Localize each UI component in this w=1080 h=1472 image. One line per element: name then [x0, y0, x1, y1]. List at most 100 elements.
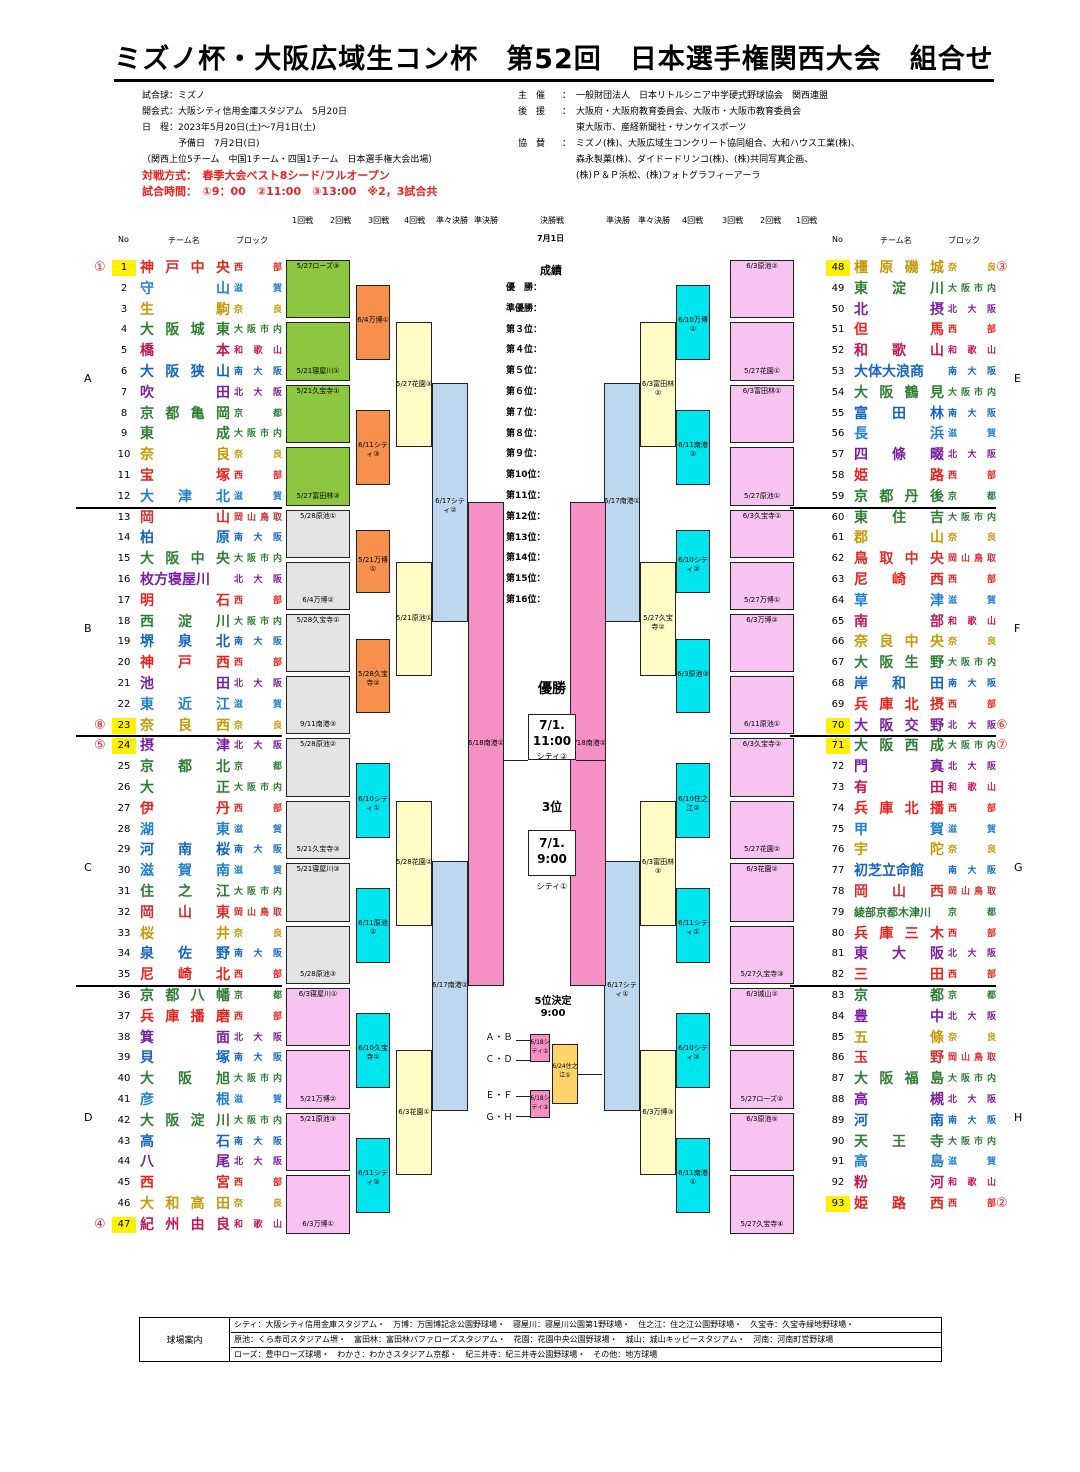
team-name-char: 野	[930, 1050, 944, 1067]
team-block-char: 南	[948, 408, 958, 419]
team-number: 79	[831, 906, 845, 918]
team-name-char: 明	[140, 592, 154, 609]
team-name-char: 見	[929, 384, 944, 401]
team-block-char: 部	[272, 263, 282, 273]
team-number: 58	[831, 470, 845, 481]
team-name-char: 阪	[165, 551, 180, 568]
team-block: 大阪市内	[234, 428, 282, 441]
team-name-char: 成	[929, 738, 944, 755]
team-block-char: 阪	[272, 845, 282, 856]
team-number: 13	[117, 511, 131, 523]
team-block-char: 歌	[967, 616, 977, 627]
team-name-char: 山	[178, 904, 192, 921]
team-name: 吹田	[140, 383, 230, 403]
second-round-box	[730, 322, 794, 381]
team-name: 尼崎西	[854, 570, 944, 590]
team-number: 65	[831, 615, 845, 627]
team-block: 大阪市内	[234, 1115, 282, 1128]
team-name-char: 大	[854, 1071, 868, 1088]
team-block: 南大阪	[948, 865, 996, 878]
team-name-char: 淀	[178, 613, 192, 630]
team-number: 52	[831, 345, 845, 357]
team-name-char: 山	[216, 280, 230, 297]
team-name-char: 城	[929, 260, 944, 276]
team-number: 25	[117, 761, 131, 773]
second-round-box	[730, 1112, 794, 1172]
team-block-char: 歌	[967, 1178, 977, 1189]
team-name-char: 神	[140, 655, 154, 672]
third-venue: シティ①	[536, 882, 568, 891]
team-name-char: 島	[929, 1071, 944, 1088]
team-name-char: 阪	[879, 655, 894, 672]
team-name-char: 井	[216, 925, 230, 942]
team-block-char: 西	[948, 803, 958, 814]
team-block: 西部	[948, 969, 996, 982]
team-block-char: 阪	[986, 1115, 996, 1126]
team-block-char: 山	[986, 616, 996, 627]
team-block-char: 賀	[986, 595, 996, 606]
team-name-char: 橋	[140, 343, 154, 360]
team-name: 貝塚	[140, 1048, 230, 1068]
team-block-char: 賀	[986, 429, 996, 440]
ranking-item: 準優勝：	[506, 303, 543, 314]
team-name-char: 京	[854, 988, 868, 1004]
team-block: 滋賀	[948, 1156, 996, 1169]
team-block-char: 奈	[234, 304, 244, 315]
team-block-char: 西	[234, 970, 244, 981]
round-header: 準決勝	[474, 216, 498, 225]
team-block-char: 北	[234, 575, 244, 585]
match-label: 6/10久宝寺①	[358, 1044, 388, 1062]
final-header: 決勝戦	[540, 216, 564, 225]
team-block-char: 賀	[986, 1157, 996, 1168]
team-name-char: 柏	[140, 530, 154, 547]
team-block-char: 岡	[948, 1053, 958, 1064]
team-name-char: 駒	[216, 301, 230, 318]
team-block-char: 山	[960, 1053, 970, 1064]
team-block-char: 取	[986, 1053, 996, 1064]
team-name-char: 津	[930, 592, 944, 609]
team-block-char: 山	[246, 512, 256, 523]
team-block-char: 南	[234, 1053, 244, 1064]
team-block-char: 市	[973, 512, 983, 523]
team-name-char: 都	[879, 488, 894, 505]
team-block: 南大阪	[948, 408, 996, 421]
team-name-char: 田	[930, 676, 944, 692]
team-name-char: 東	[140, 696, 154, 713]
team-block-char: 内	[986, 512, 996, 523]
team-name-char: 鶴	[904, 384, 919, 401]
team-block-char: 阪	[986, 720, 996, 731]
info-line: 協 賛：ミズノ(株)、大阪広域生コンクリート協同組合、大和ハウス工業(株)、	[518, 136, 860, 152]
team-name-char: 有	[854, 780, 868, 796]
team-block-char: 良	[986, 845, 996, 856]
team-block-char: 部	[986, 699, 996, 710]
team-name-char: 阪	[879, 717, 894, 734]
team-name: 門真	[854, 757, 944, 777]
match-label: 6/4万博②	[302, 595, 334, 604]
team-block-char: 南	[234, 533, 244, 544]
team-name: 豊中	[854, 1007, 944, 1027]
team-block-char: 西	[234, 1178, 244, 1189]
team-name: 枚方寝屋川	[140, 570, 230, 590]
team-block-char: 京	[948, 991, 958, 1001]
team-name-char: 神	[140, 260, 154, 276]
team-name: 南部	[854, 612, 944, 632]
team-name-char: 磨	[215, 1008, 230, 1025]
team-name-char: 南	[930, 1112, 944, 1129]
team-block-char: 西	[948, 1199, 958, 1209]
team-block: 奈良	[948, 1032, 996, 1045]
team-number: 48	[826, 260, 850, 276]
team-block-char: 阪	[246, 325, 256, 336]
team-name-char: 川	[930, 280, 944, 297]
team-name-char: 良	[178, 717, 192, 734]
team-block-char: 大	[967, 866, 977, 877]
match-label: 5/21久宝寺③	[296, 845, 340, 854]
quarterfinal-box	[432, 861, 468, 1111]
team-block-char: 南	[234, 845, 244, 856]
